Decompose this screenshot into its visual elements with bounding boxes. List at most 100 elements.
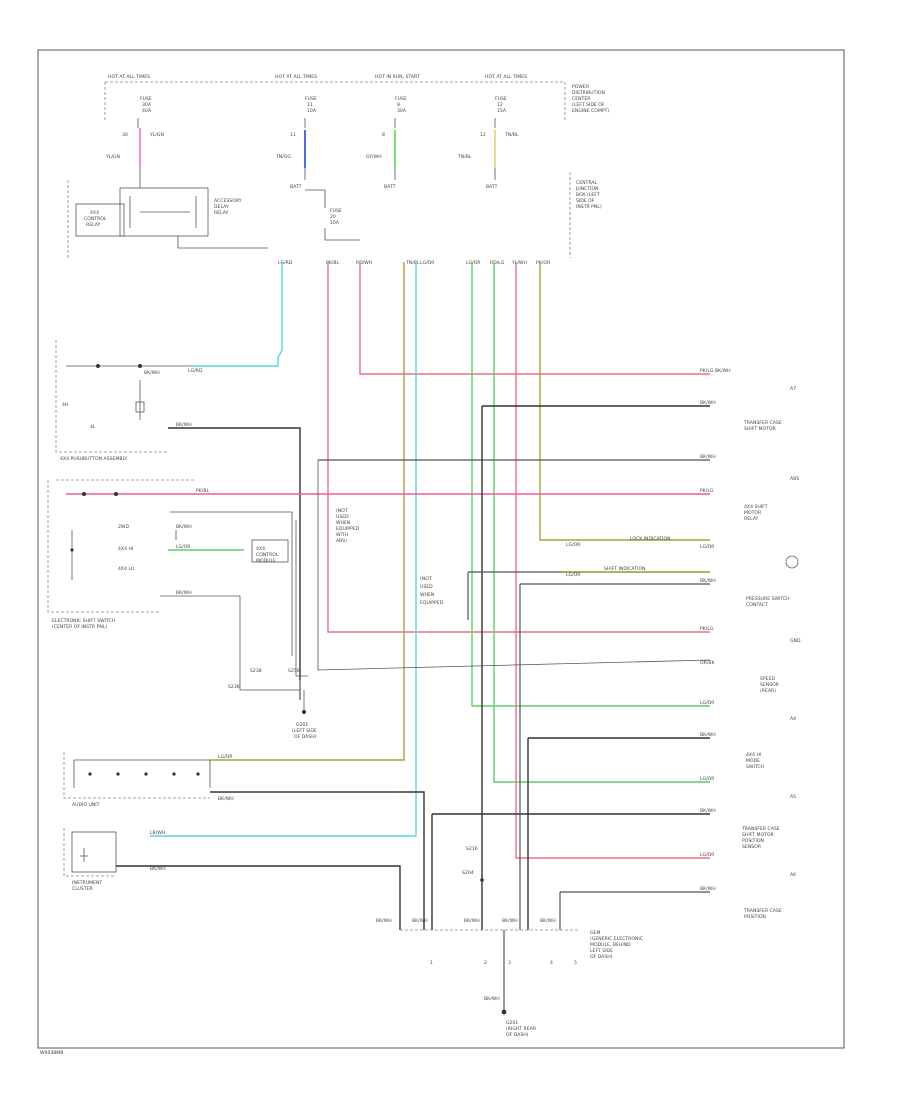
batt-label-3: BATT	[486, 184, 498, 190]
svg-text:A6: A6	[790, 872, 796, 878]
svg-text:S204: S204	[462, 870, 474, 876]
svg-text:MOTOR: MOTOR	[744, 510, 762, 516]
svg-text:BK/WH: BK/WH	[700, 808, 716, 814]
svg-text:LG/OR: LG/OR	[566, 542, 581, 548]
svg-text:JUNCTION: JUNCTION	[575, 186, 599, 192]
wire-black-mode	[527, 737, 710, 930]
audio-unit: LG/OR BK/WH AUDIO UNIT	[63, 752, 234, 808]
connector-labels: LG/RD PK/BL RD/WH TN/BL LG/OR LG/OR RD/L…	[278, 260, 551, 266]
svg-text:(RIGHT REAR: (RIGHT REAR	[506, 1026, 537, 1032]
svg-text:MODULE, BEHIND: MODULE, BEHIND	[590, 942, 631, 948]
wire-olive-audio	[210, 262, 405, 761]
svg-text:CONTROL: CONTROL	[256, 552, 279, 558]
svg-text:BK/WH: BK/WH	[176, 422, 192, 428]
svg-text:PK/OR: PK/OR	[536, 260, 551, 266]
svg-text:ENGINE COMPT): ENGINE COMPT)	[572, 108, 609, 114]
wire-green-a5	[493, 262, 710, 783]
svg-text:LG/OR: LG/OR	[700, 544, 715, 550]
svg-text:CENTER: CENTER	[572, 96, 591, 102]
svg-text:TN/OG: TN/OG	[275, 154, 291, 160]
svg-text:2WD: 2WD	[118, 524, 129, 530]
power-bus: HOT AT ALL TIMES HOT AT ALL TIMES HOT IN…	[104, 74, 566, 120]
svg-text:4X4 HI: 4X4 HI	[746, 752, 761, 758]
svg-text:LG/OR: LG/OR	[700, 700, 715, 706]
wire-gray-pressure	[519, 583, 710, 930]
svg-text:BK/WH: BK/WH	[700, 454, 716, 460]
svg-text:USED: USED	[336, 514, 349, 520]
svg-text:20: 20	[330, 214, 336, 220]
svg-text:4X4 LO: 4X4 LO	[118, 566, 135, 572]
svg-text:S236: S236	[228, 684, 240, 690]
svg-text:BK/WH: BK/WH	[700, 886, 716, 892]
svg-text:TN/BL: TN/BL	[504, 132, 519, 138]
svg-text:SENSOR: SENSOR	[760, 682, 780, 688]
svg-text:INSTR PNL): INSTR PNL)	[576, 204, 602, 210]
svg-text:12: 12	[480, 132, 486, 138]
svg-text:USED: USED	[420, 584, 433, 590]
svg-text:BK/WH: BK/WH	[150, 866, 166, 872]
svg-text:SENSOR: SENSOR	[742, 844, 762, 850]
svg-text:MODE: MODE	[746, 758, 760, 764]
svg-text:EQUIPPED: EQUIPPED	[420, 600, 444, 606]
svg-text:10A: 10A	[330, 220, 340, 226]
svg-text:ELECTRONIC SHIFT SWITCH: ELECTRONIC SHIFT SWITCH	[52, 618, 115, 624]
svg-text:A5: A5	[790, 794, 796, 800]
svg-text:12: 12	[497, 102, 503, 108]
svg-text:SPEED: SPEED	[760, 676, 775, 682]
svg-text:(CENTER OF INSTR PNL): (CENTER OF INSTR PNL)	[52, 624, 107, 630]
svg-text:POSITION: POSITION	[742, 838, 764, 844]
svg-text:CENTRAL: CENTRAL	[576, 180, 598, 186]
svg-text:LG/OR: LG/OR	[420, 260, 435, 266]
svg-text:30A: 30A	[397, 108, 407, 114]
fuse-1: FUSE 30A 40A 30 YL/GN YL/GN	[105, 96, 164, 168]
wire-cyan-top	[190, 262, 283, 367]
svg-text:G201: G201	[506, 1020, 518, 1026]
svg-text:A7: A7	[790, 386, 796, 392]
gem-module: BK/WH BK/WH BK/WH BK/WH BK/WH GEM (GENER…	[376, 846, 643, 966]
ground-splice: S238 S236 S256 G201 (LEFT SIDE OF DASH)	[228, 460, 711, 740]
svg-text:FUSE: FUSE	[395, 96, 407, 102]
svg-text:DISTRIBUTION: DISTRIBUTION	[572, 90, 605, 96]
svg-text:BK/WH: BK/WH	[412, 918, 428, 924]
wire-black-pushbutton	[168, 427, 301, 680]
accessory-delay-relay: 4X4 CONTROL RELAY ACCESSORY DELAY RELAY	[67, 168, 268, 258]
svg-text:4X4: 4X4	[90, 210, 99, 216]
svg-text:LG/OR: LG/OR	[466, 260, 481, 266]
svg-text:30: 30	[122, 132, 128, 138]
svg-text:CONTACT: CONTACT	[746, 602, 768, 608]
svg-text:INSTRUMENT: INSTRUMENT	[72, 880, 102, 886]
svg-text:4X4 HI: 4X4 HI	[118, 546, 133, 552]
svg-text:EQUIPPED: EQUIPPED	[336, 526, 360, 532]
svg-text:BOX (LEFT: BOX (LEFT	[576, 192, 600, 198]
svg-text:FUSE: FUSE	[140, 96, 152, 102]
svg-text:LB/WH: LB/WH	[150, 830, 165, 836]
svg-text:30A: 30A	[142, 102, 152, 108]
svg-text:4: 4	[550, 960, 553, 966]
svg-text:RELAY: RELAY	[86, 222, 101, 228]
svg-text:BK/WH: BK/WH	[700, 400, 716, 406]
svg-text:PK/LG BK/WH: PK/LG BK/WH	[700, 368, 731, 374]
svg-text:(LEFT SIDE: (LEFT SIDE	[292, 728, 317, 734]
electronic-shift-switch: PK/BL 2WD 4X4 HI 4X4 LO LG/OR 4X4 CONTRO…	[47, 479, 710, 680]
svg-text:DELAY: DELAY	[214, 204, 229, 210]
svg-text:TRANSFER CASE: TRANSFER CASE	[741, 826, 780, 832]
svg-text:BK/WH: BK/WH	[218, 796, 234, 802]
svg-text:OF DASH): OF DASH)	[590, 954, 613, 960]
svg-text:3: 3	[508, 960, 511, 966]
svg-text:GND: GND	[790, 638, 801, 644]
svg-text:15A: 15A	[497, 108, 507, 114]
svg-text:OR/BK: OR/BK	[700, 660, 716, 666]
svg-text:4X4 SHIFT: 4X4 SHIFT	[744, 504, 768, 510]
svg-text:CLUSTER: CLUSTER	[72, 886, 94, 892]
svg-text:(REAR): (REAR)	[760, 688, 776, 694]
svg-text:ACCESSORY: ACCESSORY	[214, 198, 242, 204]
svg-text:TRANSFER CASE: TRANSFER CASE	[743, 908, 782, 914]
center-note: (NOT USED WHEN EQUIPPED WITH ABS)	[336, 508, 360, 544]
svg-text:8: 8	[382, 132, 385, 138]
svg-text:BK/WH: BK/WH	[502, 918, 518, 924]
svg-text:SIDE OF: SIDE OF	[576, 198, 595, 204]
svg-text:BK/WH: BK/WH	[484, 996, 500, 1002]
svg-text:CONTROL: CONTROL	[84, 216, 107, 222]
svg-text:4H: 4H	[62, 402, 68, 408]
svg-text:WHEN: WHEN	[420, 592, 434, 598]
